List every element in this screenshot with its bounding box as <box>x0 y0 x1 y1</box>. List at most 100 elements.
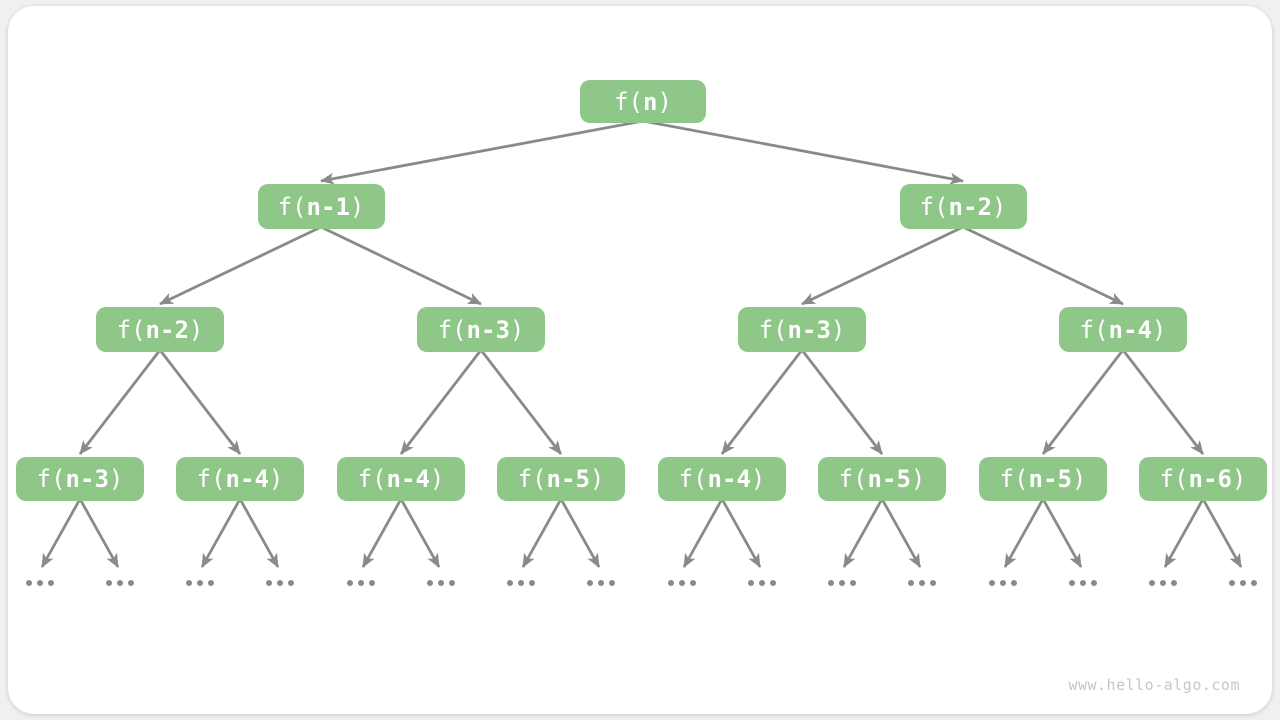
tree-node-label-part: n-2 <box>145 315 189 344</box>
tree-node-label-part: n-3 <box>65 465 109 493</box>
tree-node-label-part: f( <box>678 465 708 493</box>
tree-node-label-part: f( <box>838 465 868 493</box>
tree-node-label-part: n-4 <box>225 465 269 493</box>
ellipsis-leaf <box>186 577 214 589</box>
ellipsis-dot-icon <box>1229 580 1235 586</box>
tree-node-aab: f(n-4) <box>176 457 304 501</box>
ellipsis-dot-icon <box>1240 580 1246 586</box>
tree-node-label-part: ) <box>188 315 204 344</box>
ellipsis-leaf <box>26 577 54 589</box>
ellipsis-dot-icon <box>369 580 375 586</box>
ellipsis-dot-icon <box>989 580 995 586</box>
tree-node-label-part: n-5 <box>546 465 590 493</box>
tree-node-baa: f(n-4) <box>658 457 786 501</box>
ellipsis-dot-icon <box>1069 580 1075 586</box>
ellipsis-dot-icon <box>507 580 513 586</box>
ellipsis-dot-icon <box>48 580 54 586</box>
tree-node-aa: f(n-2) <box>96 307 224 352</box>
ellipsis-dot-icon <box>288 580 294 586</box>
ellipsis-leaf <box>989 577 1017 589</box>
tree-node-label-part: f( <box>999 465 1029 493</box>
ellipsis-dot-icon <box>358 580 364 586</box>
tree-node-label-part: f( <box>196 465 226 493</box>
tree-node-a: f(n-1) <box>257 184 385 229</box>
tree-node-ba: f(n-3) <box>738 307 866 352</box>
ellipsis-dot-icon <box>277 580 283 586</box>
tree-node-label-part: ) <box>1231 465 1247 493</box>
ellipsis-dot-icon <box>930 580 936 586</box>
ellipsis-dot-icon <box>1000 580 1006 586</box>
ellipsis-dot-icon <box>598 580 604 586</box>
tree-node-label-part: ) <box>657 87 672 116</box>
tree-node-label-part: f( <box>1159 465 1189 493</box>
ellipsis-dot-icon <box>529 580 535 586</box>
ellipsis-dot-icon <box>1171 580 1177 586</box>
tree-node-label-part: n-5 <box>867 465 911 493</box>
tree-node-bab: f(n-5) <box>818 457 946 501</box>
tree-node-bb: f(n-4) <box>1059 307 1187 352</box>
tree-node-label-part: ) <box>509 315 525 344</box>
ellipsis-dot-icon <box>26 580 32 586</box>
tree-node-label-part: n-2 <box>948 192 992 221</box>
tree-node-label-part: f( <box>36 465 66 493</box>
ellipsis-leaf <box>748 577 776 589</box>
tree-node-label-part: ) <box>589 465 605 493</box>
ellipsis-leaf <box>1149 577 1177 589</box>
tree-node-label-part: f( <box>116 315 146 344</box>
tree-node-aba: f(n-4) <box>337 457 465 501</box>
ellipsis-dot-icon <box>679 580 685 586</box>
ellipsis-dot-icon <box>759 580 765 586</box>
tree-node-label-part: ) <box>1151 315 1167 344</box>
ellipsis-leaf <box>427 577 455 589</box>
ellipsis-dot-icon <box>518 580 524 586</box>
tree-node-label-part: ) <box>1071 465 1087 493</box>
ellipsis-dot-icon <box>106 580 112 586</box>
tree-node-bba: f(n-5) <box>979 457 1107 501</box>
ellipsis-dot-icon <box>1011 580 1017 586</box>
ellipsis-leaf <box>1229 577 1257 589</box>
tree-node-label-part: n-1 <box>306 192 350 221</box>
ellipsis-dot-icon <box>128 580 134 586</box>
watermark: www.hello-algo.com <box>1068 676 1240 694</box>
tree-node-label-part: n-4 <box>707 465 751 493</box>
tree-node-label-part: ) <box>108 465 124 493</box>
ellipsis-dot-icon <box>668 580 674 586</box>
ellipsis-dot-icon <box>438 580 444 586</box>
tree-node-b: f(n-2) <box>899 184 1027 229</box>
tree-node-aaa: f(n-3) <box>16 457 144 501</box>
ellipsis-dot-icon <box>1251 580 1257 586</box>
ellipsis-leaf <box>266 577 294 589</box>
tree-node-label-part: ) <box>349 192 365 221</box>
ellipsis-leaf <box>668 577 696 589</box>
ellipsis-dot-icon <box>266 580 272 586</box>
ellipsis-dot-icon <box>117 580 123 586</box>
tree-node-label-part: n-6 <box>1188 465 1232 493</box>
tree-node-label-part: f( <box>357 465 387 493</box>
ellipsis-dot-icon <box>208 580 214 586</box>
ellipsis-leaf <box>587 577 615 589</box>
tree-node-label-part: ) <box>830 315 846 344</box>
tree-node-label-part: ) <box>991 192 1007 221</box>
tree-node-root: f(n) <box>580 80 706 123</box>
ellipsis-dot-icon <box>850 580 856 586</box>
tree-node-label-part: ) <box>910 465 926 493</box>
ellipsis-dot-icon <box>839 580 845 586</box>
ellipsis-dot-icon <box>37 580 43 586</box>
ellipsis-dot-icon <box>690 580 696 586</box>
tree-node-label-part: f( <box>277 192 307 221</box>
ellipsis-dot-icon <box>186 580 192 586</box>
ellipsis-dot-icon <box>748 580 754 586</box>
tree-node-ab: f(n-3) <box>417 307 545 352</box>
tree-node-label-part: f( <box>517 465 547 493</box>
ellipsis-dot-icon <box>449 580 455 586</box>
ellipsis-dot-icon <box>587 580 593 586</box>
ellipsis-leaf <box>106 577 134 589</box>
ellipsis-dot-icon <box>347 580 353 586</box>
tree-node-label-part: f( <box>614 87 643 116</box>
ellipsis-leaf <box>347 577 375 589</box>
tree-node-label-part: ) <box>750 465 766 493</box>
ellipsis-dot-icon <box>770 580 776 586</box>
ellipsis-leaf <box>908 577 936 589</box>
ellipsis-dot-icon <box>1149 580 1155 586</box>
